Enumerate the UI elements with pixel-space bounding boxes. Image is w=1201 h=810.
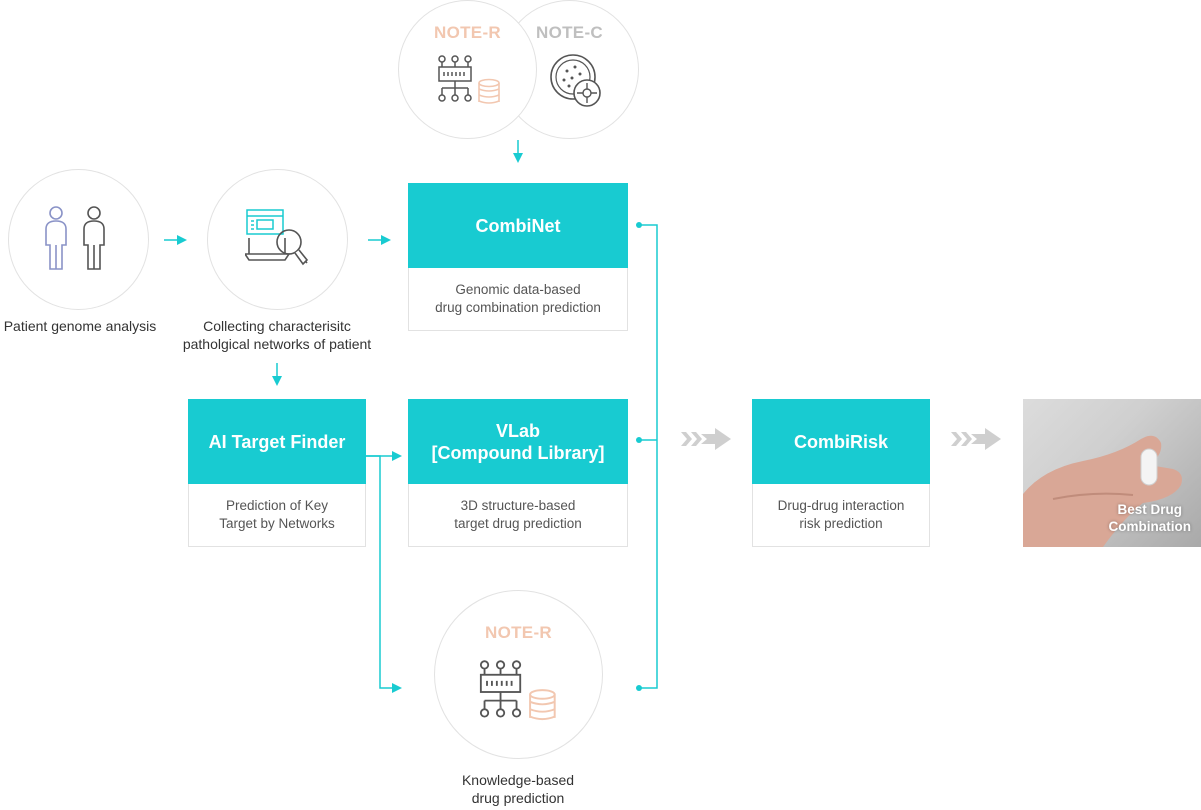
- vlab-desc: 3D structure-based target drug predictio…: [408, 484, 628, 547]
- best-drug-combination-label: Best Drug Combination: [1109, 501, 1192, 535]
- ai-desc-line1: Prediction of Key: [225, 498, 329, 513]
- result-line1: Best Drug: [1117, 502, 1182, 517]
- ai-desc-line2: Target by Networks: [219, 516, 335, 531]
- note-r-top-circle: NOTE-R: [398, 0, 537, 139]
- collecting-circle: [207, 169, 348, 310]
- note-r-bottom-label: NOTE-R: [485, 623, 552, 642]
- merge-dot-middle: [636, 437, 642, 443]
- vlab-title-line2: [Compound Library]: [431, 442, 605, 463]
- combirisk-header: CombiRisk: [752, 399, 930, 484]
- ai-target-finder-title: AI Target Finder: [208, 431, 346, 452]
- network-database-icon: [479, 660, 556, 721]
- hand-holding-capsule-photo: Best Drug Combination: [1023, 399, 1201, 547]
- combinet-desc: Genomic data-based drug combination pred…: [408, 268, 628, 331]
- patient-caption: Patient genome analysis: [3, 318, 157, 334]
- vlab-desc-line2: target drug prediction: [454, 516, 582, 531]
- petri-dish-icon: [550, 54, 601, 107]
- note-r-caption-line2: drug prediction: [471, 790, 565, 806]
- network-database-icon: [438, 55, 500, 104]
- laptop-magnifier-icon: [245, 209, 309, 266]
- combinet-desc-line2: drug combination prediction: [435, 300, 601, 315]
- vlab-desc-line1: 3D structure-based: [460, 498, 576, 513]
- merge-bracket: [639, 224, 658, 689]
- collecting-caption-line2: patholgical networks of patient: [182, 336, 372, 352]
- note-c-label: NOTE-C: [536, 23, 603, 42]
- combirisk-desc-line1: Drug-drug interaction: [777, 498, 905, 513]
- collecting-caption: Collecting characterisitc patholgical ne…: [168, 317, 386, 353]
- result-line2: Combination: [1108, 519, 1192, 534]
- collecting-caption-line1: Collecting characterisitc: [203, 318, 351, 334]
- patient-circle: [8, 169, 149, 310]
- combinet-header: CombiNet: [408, 183, 628, 268]
- note-r-top-label: NOTE-R: [434, 23, 501, 42]
- arrow-ai-to-note-r: [366, 455, 402, 693]
- combinet-desc-line1: Genomic data-based: [455, 282, 581, 297]
- merge-dot-bottom: [636, 685, 642, 691]
- ai-target-finder-desc: Prediction of Key Target by Networks: [188, 484, 366, 547]
- combirisk-desc: Drug-drug interaction risk prediction: [752, 484, 930, 547]
- ai-target-finder-header: AI Target Finder: [188, 399, 366, 484]
- gray-arrow-to-result: [951, 428, 1001, 450]
- combirisk-title: CombiRisk: [793, 431, 889, 452]
- merge-dot-top: [636, 222, 642, 228]
- gray-arrow-to-combirisk: [681, 428, 731, 450]
- vlab-title-line1: VLab: [495, 420, 540, 441]
- vlab-header: VLab [Compound Library]: [408, 399, 628, 484]
- combirisk-desc-line2: risk prediction: [799, 516, 883, 531]
- note-r-bottom-caption: Knowledge-based drug prediction: [418, 771, 618, 807]
- note-r-bottom-circle: NOTE-R: [434, 590, 603, 759]
- hand-capsule-illustration: [1023, 435, 1182, 547]
- combinet-title: CombiNet: [475, 215, 561, 236]
- note-r-caption-line1: Knowledge-based: [461, 772, 575, 788]
- two-people-icon: [45, 206, 105, 270]
